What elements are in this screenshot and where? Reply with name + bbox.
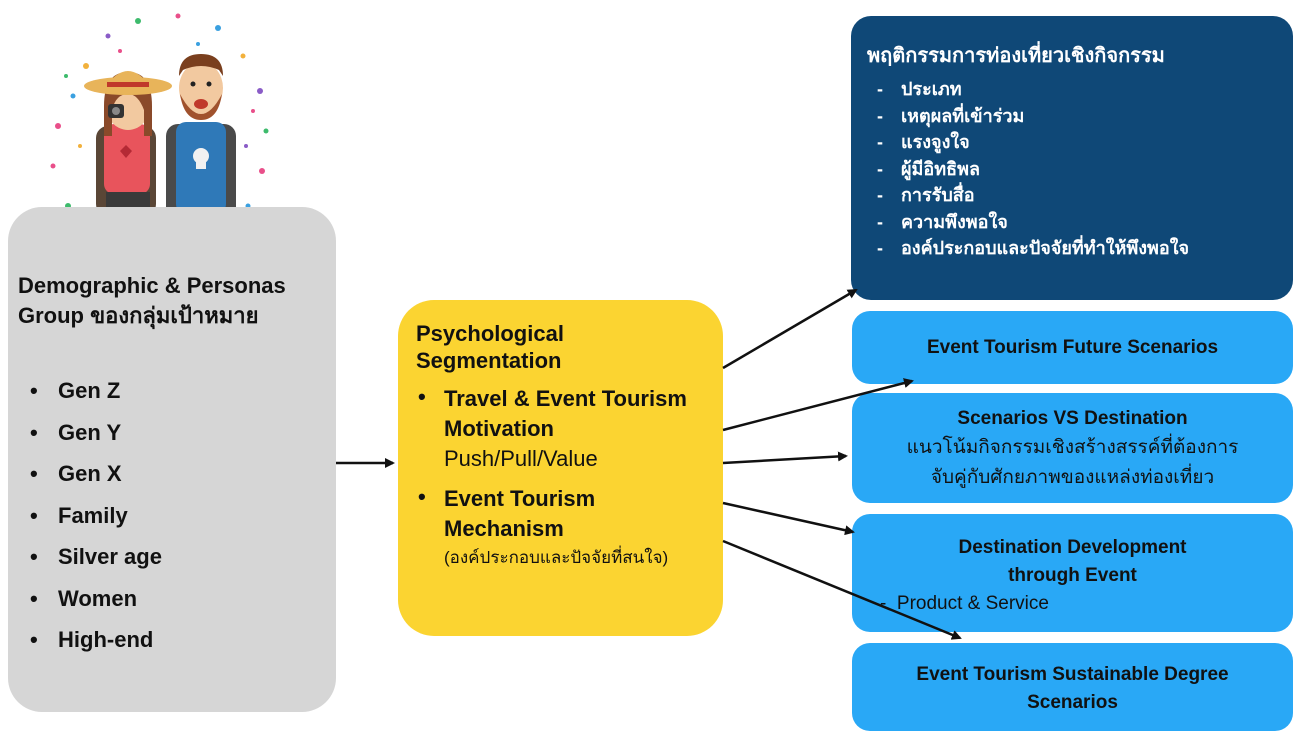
behaviour-box: พฤติกรรมการท่องเที่ยวเชิงกิจกรรม -ประเภท… (851, 16, 1293, 300)
bullet-icon: • (30, 461, 38, 486)
destination-sub: - Product & Service (880, 593, 1049, 614)
travellers-illustration (50, 13, 269, 266)
arrow-to-sustainable (722, 539, 962, 640)
list-item: •Silver age (30, 539, 162, 581)
list-item: -เหตุผลที่เข้าร่วม (877, 103, 1279, 130)
list-item: -ผู้มีอิทธิพล (877, 156, 1279, 183)
future-scenarios-label: Event Tourism Future Scenarios (926, 337, 1219, 358)
dash-icon: - (877, 185, 883, 205)
destination-title-1: Destination Development (958, 537, 1187, 558)
arrow-to-future-scenarios (722, 378, 914, 432)
scenarios-vs-sub1: แนวโน้มกิจกรรมเชิงสร้างสรรค์ที่ต้องการ (906, 437, 1239, 458)
bullet-icon: • (418, 484, 426, 509)
bullet-icon: • (30, 627, 38, 652)
behaviour-list: -ประเภท -เหตุผลที่เข้าร่วม -แรงจูงใจ -ผู… (877, 76, 1279, 262)
demographic-title: Demographic & Personas Group ของกลุ่มเป้… (18, 273, 286, 328)
list-item: •High-end (30, 622, 162, 664)
scenarios-vs-sub2: จับคู่กับศักยภาพของแหล่งท่องเที่ยว (930, 467, 1215, 488)
scenarios-vs-title: Scenarios VS Destination (957, 408, 1188, 429)
demographic-box (8, 207, 336, 712)
sustainable-title-1: Event Tourism Sustainable Degree (916, 664, 1229, 685)
destination-title-2: through Event (1008, 565, 1137, 586)
list-item: -ความพึงพอใจ (877, 209, 1279, 236)
behaviour-title: พฤติกรรมการท่องเที่ยวเชิงกิจกรรม (867, 45, 1165, 67)
dash-icon: - (877, 105, 883, 126)
arrow-to-destination (722, 501, 855, 536)
list-item: •Gen Y (30, 415, 162, 457)
list-item: -การรับสื่อ (877, 182, 1279, 209)
bullet-icon: • (30, 544, 38, 569)
bullet-icon: • (30, 419, 38, 445)
bullet-icon: • (30, 378, 38, 403)
bullet-icon: • (30, 585, 38, 611)
bullet-icon: • (30, 502, 38, 528)
psychological-segmentation-title: Psychological Segmentation (416, 321, 564, 373)
mechanism-item: • Event Tourism Mechanism (องค์ประกอบและ… (416, 484, 711, 570)
list-item: •Gen X (30, 456, 162, 498)
bullet-icon: • (418, 384, 426, 409)
sustainable-degree-box: Event Tourism Sustainable Degree Scenari… (852, 643, 1293, 731)
scenarios-vs-destination-box: Scenarios VS Destination แนวโน้มกิจกรรมเ… (852, 393, 1293, 503)
dash-icon: - (877, 158, 883, 179)
mechanism-title: Event Tourism Mechanism (444, 486, 596, 541)
mechanism-sub: (องค์ประกอบและปัจจัยที่สนใจ) (444, 548, 669, 567)
dash-icon: - (877, 79, 883, 99)
dash-icon: - (877, 132, 883, 152)
list-item: -องค์ประกอบและปัจจัยที่ทำให้พึงพอใจ (877, 235, 1279, 262)
motivation-item: • Travel & Event Tourism Motivation Push… (416, 384, 711, 474)
motivation-title: Travel & Event Tourism Motivation (444, 386, 687, 441)
destination-development-box: Destination Development through Event - … (852, 514, 1293, 632)
dash-icon: - (877, 211, 883, 232)
list-item: •Gen Z (30, 373, 162, 415)
motivation-sub: Push/Pull/Value (444, 446, 598, 471)
list-item: -ประเภท (877, 76, 1279, 103)
sustainable-title-2: Scenarios (1027, 692, 1118, 713)
list-item: •Family (30, 498, 162, 540)
list-item: •Women (30, 581, 162, 623)
list-item: -แรงจูงใจ (877, 129, 1279, 156)
arrow-to-scenarios-vs (722, 451, 848, 465)
dash-icon: - (877, 238, 883, 258)
persona-list: •Gen Z •Gen Y •Gen X •Family •Silver age… (30, 373, 162, 664)
future-scenarios-box: Event Tourism Future Scenarios (852, 311, 1293, 384)
dash-icon: - (880, 593, 897, 614)
arrow-to-behaviour (722, 288, 858, 370)
psychological-segmentation-box: Psychological Segmentation • Travel & Ev… (398, 300, 723, 636)
